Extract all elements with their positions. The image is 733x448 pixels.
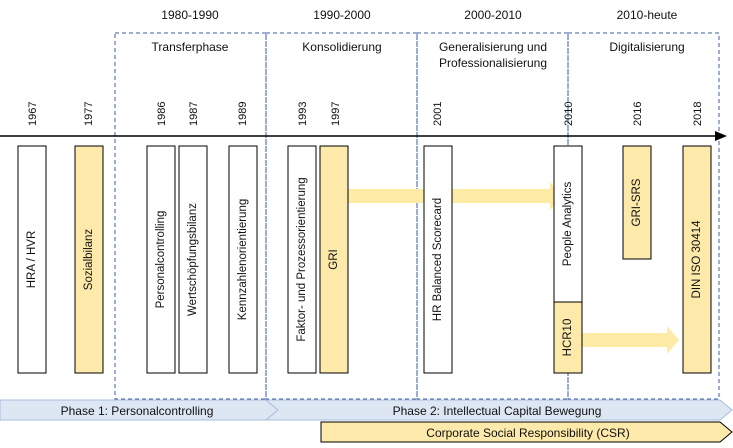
year-label-1986: 1986 (156, 102, 168, 126)
instrument-box-faktor-prozessorientierung (287, 145, 317, 374)
flow-arrow-hcr10 (582, 326, 679, 354)
year-label-1989: 1989 (237, 102, 249, 126)
csr-band (320, 421, 733, 443)
instrument-box-wertschoepfungsbilanz (178, 145, 208, 374)
box-label-personalcontrolling: Personalcontrolling (155, 211, 167, 309)
instrument-box-gri-srs (622, 145, 652, 260)
box-label-hra-hvr: HRA / HVR (26, 231, 38, 289)
instrument-box-kennzahlenorientierung (228, 145, 258, 374)
phase-label-professionalisierung: Professionalisierung (439, 56, 547, 70)
year-label-2001: 2001 (432, 102, 444, 126)
phase-label-konsolidierung: Konsolidierung (302, 40, 381, 54)
time-axis-arrowhead (715, 131, 727, 141)
year-label-1987: 1987 (188, 102, 200, 126)
phase-label-digitalisierung: Digitalisierung (609, 40, 684, 54)
year-label-1967: 1967 (27, 102, 39, 126)
year-label-1977: 1977 (83, 102, 95, 126)
era-frame-1980-1990 (114, 32, 267, 400)
box-label-gri-srs: GRI-SRS (631, 178, 643, 226)
era-label-2000-2010: 2000-2010 (464, 8, 522, 22)
era-label-1980-1990: 1980-1990 (161, 8, 219, 22)
era-frame-2000-2010 (416, 32, 569, 400)
box-label-faktor-prozessorientierung: Faktor- und Prozessorientierung (296, 177, 308, 341)
box-label-kennzahlenorientierung: Kennzahlenorientierung (237, 199, 249, 320)
box-label-din-iso-30414: DIN ISO 30414 (691, 220, 703, 299)
box-label-hcr10: HCR10 (562, 319, 574, 357)
instrument-box-hra-hvr (17, 145, 47, 374)
phase-band-label-1: Phase 1: Personalcontrolling (61, 404, 214, 418)
year-label-2018: 2018 (692, 102, 704, 126)
phase-label-transferphase: Transferphase (152, 40, 229, 54)
year-label-1997: 1997 (330, 102, 342, 126)
instrument-box-hr-balanced-scorecard (423, 145, 453, 374)
box-label-wertschoepfungsbilanz: Wertschöpfungsbilanz (187, 203, 199, 316)
instrument-box-din-iso-30414 (682, 145, 712, 374)
box-label-sozialbilanz: Sozialbilanz (83, 229, 95, 291)
instrument-box-sozialbilanz (74, 145, 104, 374)
era-frame-1990-2000 (265, 32, 418, 400)
phase-label-generalisierung: Generalisierung und (439, 40, 547, 54)
csr-band-label: Corporate Social Responsibility (CSR) (426, 426, 629, 440)
phase-band-label-2: Phase 2: Intellectual Capital Bewegung (393, 404, 602, 418)
box-label-gri: GRI (328, 249, 340, 269)
era-label-2010-heute: 2010-heute (617, 8, 678, 22)
instrument-box-gri (319, 145, 349, 374)
instrument-box-people-analytics (553, 145, 583, 303)
era-label-1990-2000: 1990-2000 (313, 8, 371, 22)
flow-arrow-gri (348, 182, 562, 210)
box-label-hr-balanced-scorecard: HR Balanced Scorecard (432, 198, 444, 321)
box-label-people-analytics: People Analytics (562, 182, 574, 267)
phase-band-intellectual-capital (264, 399, 733, 421)
instrument-box-hcr10 (553, 301, 583, 374)
year-label-2010: 2010 (563, 102, 575, 126)
instrument-box-personalcontrolling (146, 145, 176, 374)
year-label-2016: 2016 (632, 102, 644, 126)
year-label-1993: 1993 (297, 102, 309, 126)
